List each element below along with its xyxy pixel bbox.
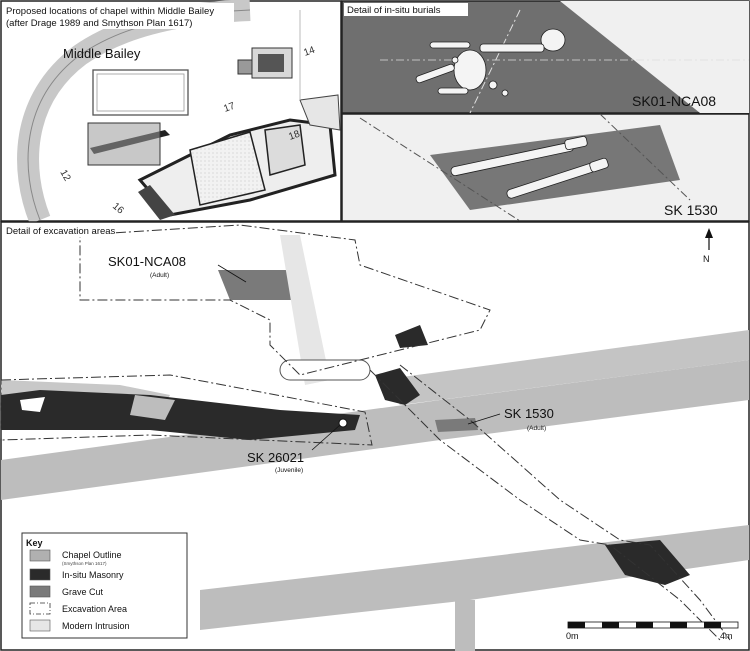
burial-label-bottom: SK 1530: [664, 202, 718, 218]
masonry-south: [605, 540, 690, 585]
burial-label-top: SK01-NCA08: [632, 93, 716, 109]
burial-marker-sk-26021: [338, 418, 348, 428]
burial-label-sk01-nca08: SK01-NCA08: [108, 254, 186, 269]
plan-caption-line2: (after Drage 1989 and Smythson Plan 1617…: [6, 18, 192, 29]
burial-label-sk-1530: SK 1530: [504, 406, 554, 421]
skeleton-sk-1530: [450, 135, 609, 199]
legend-label-excavation-area: Excavation Area: [62, 604, 127, 614]
plan-caption-line1: Proposed locations of chapel within Midd…: [6, 6, 214, 17]
legend: Key Chapel Outline (Smythson Plan 1617) …: [21, 532, 188, 639]
scale-bar: 0m 4m: [566, 621, 739, 641]
building-14: [237, 47, 293, 79]
skeleton-sk01-nca08: [415, 28, 566, 97]
burial-age-sk-26021: (Juvenile): [275, 467, 303, 474]
north-label: N: [703, 254, 710, 264]
legend-label-modern-intrusion: Modern Intrusion: [62, 621, 130, 631]
legend-title: Key: [26, 538, 43, 548]
chapel-location-box: [87, 122, 161, 166]
chapel-outline-band-1: [1, 360, 749, 500]
legend-sublabel-chapel-outline: (Smythson Plan 1617): [62, 561, 107, 566]
burial-detail-caption: Detail of in-situ burials: [347, 5, 441, 16]
burial-age-sk01-nca08: (Adult): [150, 272, 169, 279]
burial-age-sk-1530: (Adult): [527, 425, 546, 432]
excavation-caption: Detail of excavation areas: [6, 226, 116, 237]
site-plan-panel: Proposed locations of chapel within Midd…: [0, 0, 342, 225]
legend-label-chapel-outline: Chapel Outline: [62, 550, 122, 560]
excavation-panel: N Detail of excavation areas SK01-NCA08 …: [0, 221, 750, 651]
legend-swatch-modern-intrusion: [29, 619, 51, 632]
legend-swatch-masonry: [29, 568, 51, 581]
modern-intrusion: [280, 235, 330, 385]
masonry-north: [375, 368, 420, 405]
excavation-area-outlines: [0, 224, 731, 641]
plan-number-18: 18: [287, 129, 302, 143]
middle-bailey-label: Middle Bailey: [63, 46, 141, 61]
north-arrow: N: [703, 228, 713, 264]
chapel-outline-band-2: [380, 330, 749, 405]
plan-number-17: 17: [222, 101, 237, 115]
enclosure: [92, 69, 189, 116]
burial-label-sk-26021: SK 26021: [247, 450, 304, 465]
legend-swatch-grave-cut: [29, 585, 51, 598]
masonry-west: [1, 390, 360, 440]
grave-cut-sk-1530: [435, 418, 478, 432]
scale-end: 4m: [720, 631, 733, 641]
burial-detail-panel: Detail of in-situ burials SK01-NCA08 SK …: [341, 0, 750, 222]
plan-number-14: 14: [302, 45, 317, 59]
plan-number-12: 12: [57, 168, 72, 184]
legend-label-grave-cut: Grave Cut: [62, 587, 104, 597]
legend-swatch-excavation-area: [29, 602, 51, 615]
legend-swatch-chapel-outline: [29, 549, 51, 562]
legend-label-masonry: In-situ Masonry: [62, 570, 124, 580]
scale-start: 0m: [566, 631, 579, 641]
